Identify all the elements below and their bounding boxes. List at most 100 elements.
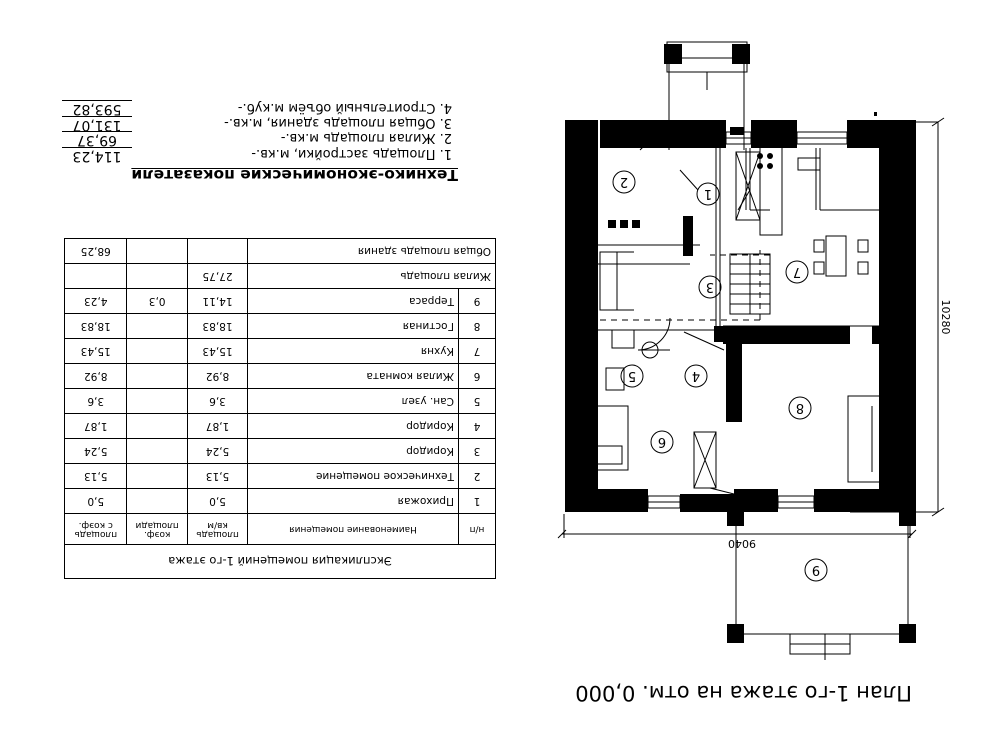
cell-area-coef: 4,23 bbox=[64, 288, 127, 314]
indicator-value: 131,07 bbox=[62, 116, 132, 133]
room-label-6: 6 bbox=[658, 434, 666, 449]
room-marker-9 bbox=[804, 558, 828, 582]
cell-area-coef: 3,6 bbox=[64, 388, 127, 414]
cell-num: 4 bbox=[458, 413, 496, 439]
total-coef bbox=[126, 238, 188, 264]
cell-coef bbox=[126, 413, 188, 439]
cell-area: 14,11 bbox=[187, 288, 248, 314]
cell-num: 7 bbox=[458, 338, 496, 364]
room-marker-8 bbox=[788, 396, 812, 420]
table-caption: Экспликация помещений 1-го этажа bbox=[64, 544, 496, 579]
indicators-title: Технико-экономические показатели bbox=[131, 166, 458, 184]
cell-coef bbox=[126, 338, 188, 364]
header-num: н/п bbox=[458, 513, 496, 545]
room-marker-1 bbox=[696, 182, 720, 206]
cell-name: Кухня bbox=[247, 338, 459, 364]
table-row: 8 Гостиная 18,83 18,83 bbox=[64, 313, 496, 339]
room-label-2: 2 bbox=[620, 174, 628, 189]
table-row: 1 Прихожая 5,0 5,0 bbox=[64, 488, 496, 514]
room-label-1: 1 bbox=[704, 186, 712, 201]
cell-coef bbox=[126, 438, 188, 464]
indicator-value: 69,37 bbox=[62, 131, 132, 148]
cell-area: 5,24 bbox=[187, 438, 248, 464]
cell-name: Прихожая bbox=[247, 488, 459, 514]
walls bbox=[565, 44, 916, 643]
table-row: 9 Терраса 14,11 0,3 4,23 bbox=[64, 288, 496, 314]
total-row: Общая площадь здания 68,25 bbox=[64, 238, 496, 264]
table-row: 5 Сан. узел 3,6 3,6 bbox=[64, 388, 496, 414]
room-marker-4 bbox=[684, 364, 708, 388]
total-area-coef: 68,25 bbox=[64, 238, 127, 264]
plan-title: План 1-го этажа на отм. 0,000 bbox=[575, 681, 912, 705]
total-area-coef bbox=[64, 263, 127, 289]
header-coef-area-line2: с коэф. bbox=[78, 520, 113, 530]
indicator-label: 4. Строительный объём м.куб.- bbox=[237, 100, 452, 115]
room-label-8: 8 bbox=[796, 400, 804, 415]
room-marker-3 bbox=[698, 275, 722, 299]
cell-name: Гостиная bbox=[247, 313, 459, 339]
cell-area-coef: 8,92 bbox=[64, 363, 127, 389]
cell-area-coef: 5,24 bbox=[64, 438, 127, 464]
cell-name: Коридор bbox=[247, 413, 459, 439]
total-coef bbox=[126, 263, 188, 289]
cell-num: 9 bbox=[458, 288, 496, 314]
height-dimension-label: 10280 bbox=[939, 300, 952, 335]
room-label-7: 7 bbox=[793, 264, 801, 279]
cell-coef bbox=[126, 488, 188, 514]
cell-area-coef: 15,43 bbox=[64, 338, 127, 364]
cell-name: Коридор bbox=[247, 438, 459, 464]
header-coef: коэф.площади bbox=[126, 513, 188, 545]
total-name: Общая площадь здания bbox=[247, 238, 496, 264]
explication-table: Экспликация помещений 1-го этажа н/п Наи… bbox=[64, 238, 496, 579]
indicator-value: 114,23 bbox=[62, 147, 132, 164]
cell-area-coef: 5,13 bbox=[64, 463, 127, 489]
room-marker-2 bbox=[612, 170, 636, 194]
cell-area: 5,0 bbox=[187, 488, 248, 514]
room-marker-5 bbox=[620, 364, 644, 388]
cell-area: 5,13 bbox=[187, 463, 248, 489]
header-coef-line2: площади bbox=[135, 520, 179, 530]
cell-num: 6 bbox=[458, 363, 496, 389]
cell-num: 5 bbox=[458, 388, 496, 414]
indicator-label: 3. Общая площадь здания, м.кв.- bbox=[224, 115, 452, 130]
cell-name: Техническое помещение bbox=[247, 463, 459, 489]
table-row: 7 Кухня 15,43 15,43 bbox=[64, 338, 496, 364]
cell-area: 3,6 bbox=[187, 388, 248, 414]
cell-area-coef: 1,87 bbox=[64, 413, 127, 439]
table-row: 2 Техническое помещение 5,13 5,13 bbox=[64, 463, 496, 489]
table-row: 6 Жилая комната 8,92 8,92 bbox=[64, 363, 496, 389]
header-area-line1: площадь bbox=[196, 529, 239, 539]
width-dimension-label: 9040 bbox=[728, 537, 756, 550]
cell-area: 18,83 bbox=[187, 313, 248, 339]
total-area: 27,75 bbox=[187, 263, 248, 289]
room-marker-6 bbox=[650, 430, 674, 454]
cell-coef bbox=[126, 463, 188, 489]
header-coef-line1: коэф. bbox=[143, 529, 171, 539]
cell-num: 3 bbox=[458, 438, 496, 464]
header-name: Наименование помещения bbox=[247, 513, 459, 545]
total-area bbox=[187, 238, 248, 264]
total-row: Жилая площадь 27,75 bbox=[64, 263, 496, 289]
cell-coef bbox=[126, 363, 188, 389]
indicator-value: 593,82 bbox=[62, 100, 132, 117]
cell-num: 1 bbox=[458, 488, 496, 514]
cell-num: 2 bbox=[458, 463, 496, 489]
cell-coef bbox=[126, 313, 188, 339]
header-coef-area-line1: площадь bbox=[74, 529, 118, 539]
room-label-3: 3 bbox=[706, 279, 714, 294]
indicator-label: 1. Площадь застройки, м.кв.- bbox=[251, 146, 452, 161]
table-caption-row: Экспликация помещений 1-го этажа bbox=[64, 544, 496, 579]
cell-area-coef: 18,83 bbox=[64, 313, 127, 339]
room-label-4: 4 bbox=[692, 368, 700, 383]
cell-name: Терраса bbox=[247, 288, 459, 314]
cell-num: 8 bbox=[458, 313, 496, 339]
table-row: 4 Коридор 1,87 1,87 bbox=[64, 413, 496, 439]
header-area-line2: кв/м bbox=[207, 520, 228, 530]
cell-coef: 0,3 bbox=[126, 288, 188, 314]
room-label-9: 9 bbox=[812, 562, 820, 577]
cell-area-coef: 5,0 bbox=[64, 488, 127, 514]
